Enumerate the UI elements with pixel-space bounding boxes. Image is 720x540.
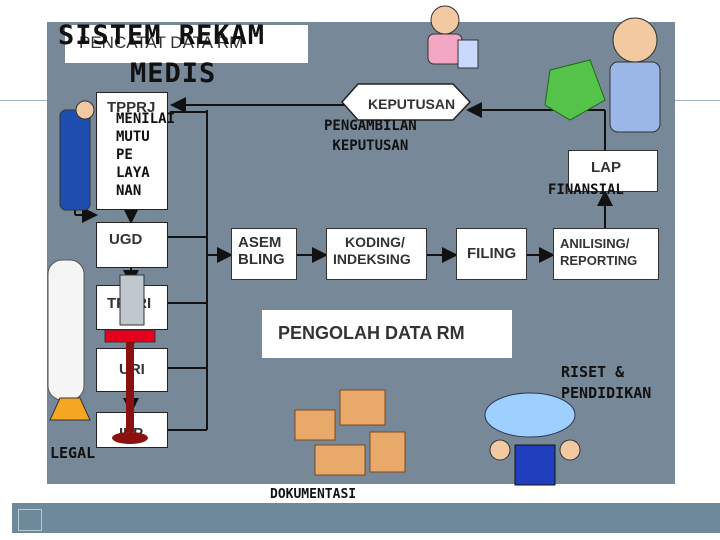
pengolah-box: PENGOLAH DATA RM: [262, 310, 512, 358]
title-line-1: SISTEM REKAM: [58, 20, 266, 51]
finansial-text: FINANSIAL: [548, 182, 624, 198]
keputusan-shape: [340, 83, 472, 121]
computer-clipart: [104, 274, 156, 444]
unit-tpprj: TPPRJ: [96, 92, 168, 210]
asembling-label-2: BLING: [238, 251, 285, 268]
filing-box: FILING: [456, 228, 527, 280]
footer-bar: [12, 503, 720, 533]
menilai-line-5: NAN: [116, 183, 142, 199]
asembling-box: ASEM BLING: [231, 228, 297, 280]
analising-label-2: REPORTING: [560, 253, 638, 268]
menilai-line-1: MENILAI: [116, 111, 176, 127]
analising-box: ANILISING/ REPORTING: [553, 228, 659, 280]
unit-ugd: UGD: [96, 222, 168, 268]
doctor-thinking-clipart: [427, 5, 479, 69]
pengambilan-line-2: KEPUTUSAN: [332, 138, 409, 154]
lap-box: LAP: [568, 150, 658, 192]
unit-tpprj-label: TPPRJ: [107, 99, 156, 116]
meeting-clipart: [484, 392, 581, 486]
menilai-line-3: PE: [116, 147, 133, 163]
pengambilan-line-1: PENGAMBILAN: [324, 118, 417, 134]
filing-label: FILING: [467, 245, 517, 262]
title-line-2: MEDIS: [130, 58, 217, 89]
pencatat-box: PENCATAT DATA RM: [65, 25, 308, 63]
worker-clipart: [59, 100, 95, 211]
asembling-label-1: ASEM: [238, 234, 282, 251]
pencatat-label: PENCATAT DATA RM: [79, 33, 244, 52]
riset-line-2: PENDIDIKAN: [561, 384, 652, 402]
pengolah-label: PENGOLAH DATA RM: [278, 323, 465, 343]
dokumentasi-text: DOKUMENTASI: [270, 487, 357, 502]
footer-square: [18, 509, 42, 531]
koding-box: KODING/ INDEKSING: [326, 228, 427, 280]
bird-clipart: [47, 259, 91, 421]
boxes-clipart: [294, 389, 406, 476]
legal-text: LEGAL: [50, 444, 96, 462]
menilai-mutu-text: MENILAI MUTU PE LAYA NAN: [116, 110, 175, 200]
unit-ugd-label: UGD: [109, 231, 143, 248]
koding-label-2: INDEKSING: [333, 251, 411, 267]
menilai-line-2: MUTU: [116, 129, 150, 145]
analising-label-1: ANILISING/: [560, 236, 630, 251]
menilai-line-4: LAYA: [116, 165, 150, 181]
riset-text: RISET & PENDIDIKAN: [561, 362, 651, 404]
man-with-money-clipart: [544, 17, 661, 133]
pengambilan-text: PENGAMBILAN KEPUTUSAN: [324, 116, 417, 156]
koding-label-1: KODING/: [345, 234, 405, 250]
riset-line-1: RISET &: [561, 363, 625, 381]
lap-label: LAP: [591, 159, 621, 176]
keputusan-label: KEPUTUSAN: [368, 96, 456, 112]
